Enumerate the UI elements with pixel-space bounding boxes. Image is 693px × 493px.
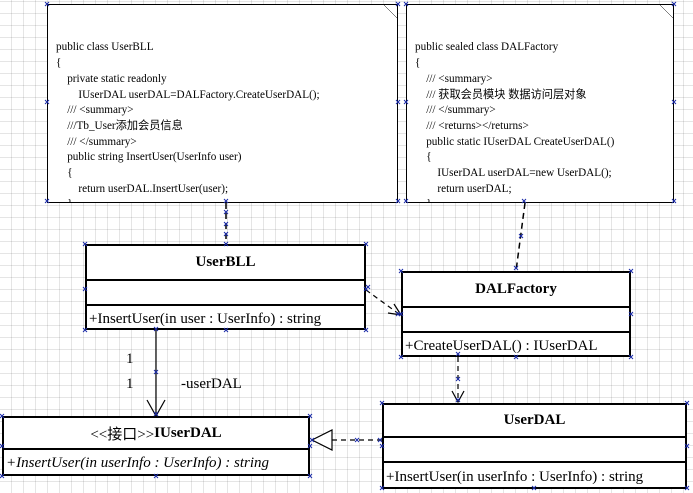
attributes-compartment xyxy=(384,438,685,463)
class-name: <<接口>>IUserDAL xyxy=(4,418,308,450)
realization-arrowhead xyxy=(310,429,333,451)
code-line: { xyxy=(415,151,432,164)
stereotype: <<接口>> xyxy=(90,426,155,443)
multiplicity-source: 1 xyxy=(126,351,134,367)
class-name: UserDAL xyxy=(384,405,685,438)
class-name: DALFactory xyxy=(403,273,629,308)
code-line: } xyxy=(56,197,391,202)
operation: +InsertUser(in userInfo : UserInfo) : st… xyxy=(6,454,270,471)
code-line: return userDAL.InsertUser(user); xyxy=(56,182,229,195)
dependency-userbll-dalfactory xyxy=(365,289,400,315)
association-role: -userDAL xyxy=(181,376,242,392)
class-iuserdal[interactable]: <<接口>>IUserDAL +InsertUser(in userInfo :… xyxy=(2,416,310,476)
code-line: { xyxy=(415,57,421,70)
code-line: public string InsertUser(UserInfo user) xyxy=(56,151,242,164)
class-userbll[interactable]: UserBLL +InsertUser(in user : UserInfo) … xyxy=(85,244,366,330)
operation: +InsertUser(in userInfo : UserInfo) : st… xyxy=(386,468,644,485)
code-line: } xyxy=(415,197,667,202)
class-name: UserBLL xyxy=(87,246,364,281)
dependency-arrowhead xyxy=(387,303,403,316)
code-line: private static readonly xyxy=(56,72,167,85)
dependency-arrowhead xyxy=(451,390,465,404)
code-line: { xyxy=(56,57,62,70)
operation: +InsertUser(in user : UserInfo) : string xyxy=(89,310,322,327)
code-line: /// <summary> xyxy=(56,104,134,117)
note-fold-corner xyxy=(659,5,673,19)
class-dalfactory[interactable]: DALFactory +CreateUserDAL() : IUserDAL xyxy=(401,271,631,357)
code-line: /// 获取会员模块 数据访问层对象 xyxy=(415,88,587,101)
multiplicity-target: 1 xyxy=(126,376,134,392)
code-line: /// <summary> xyxy=(415,72,493,85)
userbll-code-text: public class UserBLL { private static rea… xyxy=(56,40,391,202)
operation: +CreateUserDAL() : IUserDAL xyxy=(405,337,598,354)
code-line: /// <returns></returns> xyxy=(415,119,529,132)
code-line: { xyxy=(56,167,73,180)
attributes-compartment xyxy=(403,308,629,333)
code-line: ///Tb_User添加会员信息 xyxy=(56,119,183,132)
attributes-compartment xyxy=(87,281,364,306)
dalfactory-code-note[interactable]: public sealed class DALFactory { /// <sum… xyxy=(406,4,674,203)
code-line: public class UserBLL xyxy=(56,41,154,54)
userbll-code-note[interactable]: public class UserBLL { private static rea… xyxy=(47,4,398,203)
code-line: /// </summary> xyxy=(415,104,496,117)
code-line: IUserDAL userDAL=new UserDAL(); xyxy=(415,167,612,180)
code-line: IUserDAL userDAL=DALFactory.CreateUserDA… xyxy=(56,88,320,101)
association-arrowhead xyxy=(146,399,166,418)
code-line: public static IUserDAL CreateUserDAL() xyxy=(415,135,615,148)
interface-name: IUserDAL xyxy=(154,424,222,441)
dalfactory-code-text: public sealed class DALFactory { /// <sum… xyxy=(415,40,667,202)
code-line: public sealed class DALFactory xyxy=(415,41,559,54)
code-line: /// </summary> xyxy=(56,135,137,148)
code-line: return userDAL; xyxy=(415,182,512,195)
note-fold-corner xyxy=(383,5,397,19)
